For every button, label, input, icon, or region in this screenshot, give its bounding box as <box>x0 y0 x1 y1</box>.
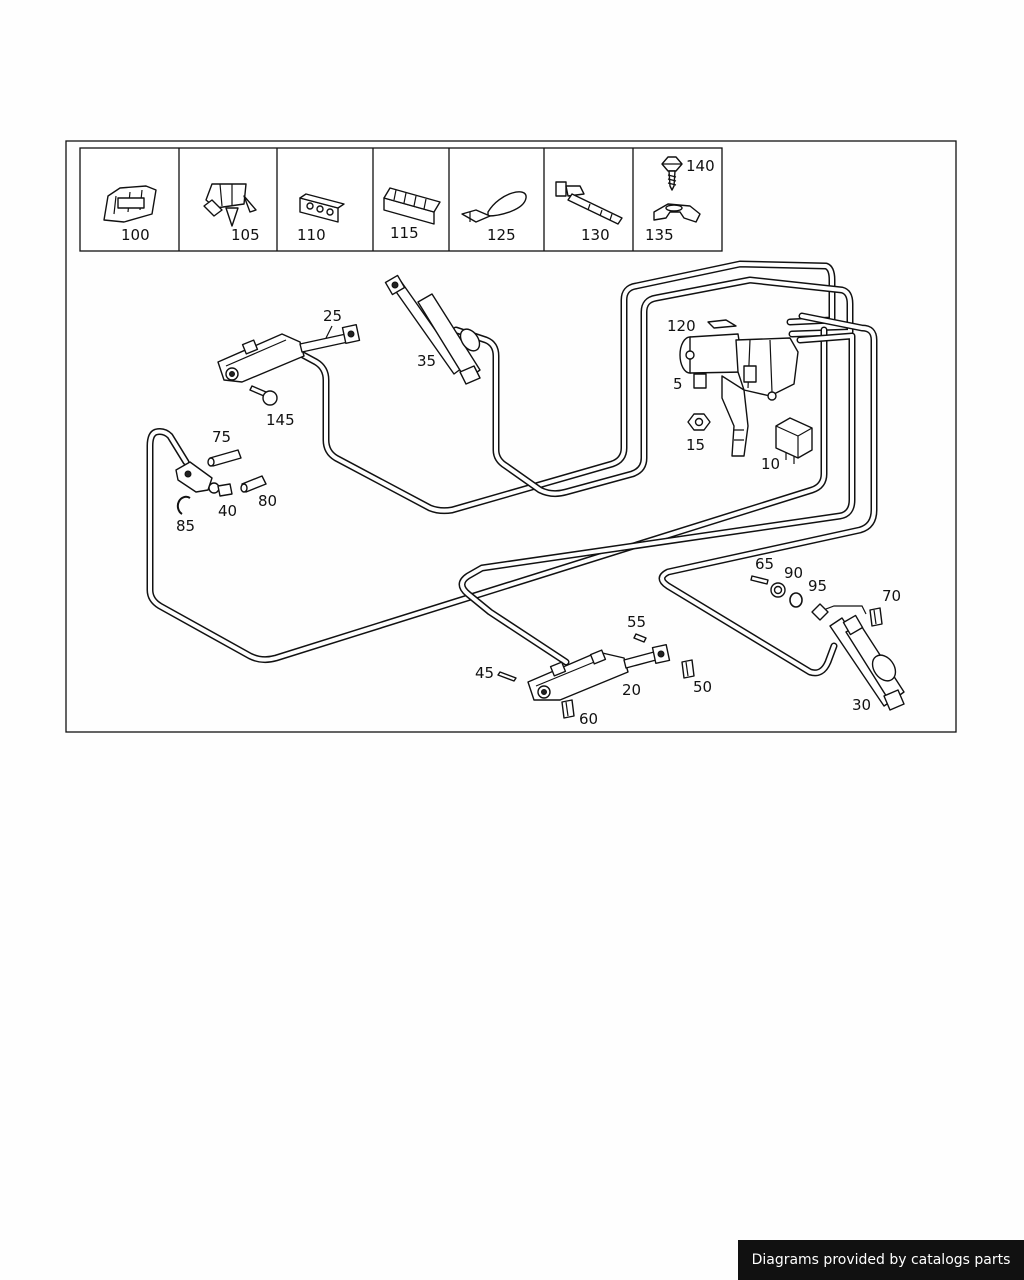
part-15-nut[interactable] <box>687 413 711 431</box>
hydraulic-lines <box>146 260 878 677</box>
part-25-cylinder[interactable] <box>217 324 361 383</box>
legend-label-130: 130 <box>581 226 610 244</box>
callout-25: 25 <box>323 307 342 325</box>
part-95-seal[interactable] <box>789 592 803 608</box>
part-20-cylinder[interactable] <box>527 644 671 701</box>
diagram-frame <box>65 140 957 733</box>
legend-label-140: 140 <box>686 157 715 175</box>
legend-label-100: 100 <box>121 226 150 244</box>
callout-90: 90 <box>784 564 803 582</box>
callout-55: 55 <box>627 613 646 631</box>
part-45-screw[interactable] <box>497 671 517 682</box>
legend-part-135[interactable] <box>653 203 701 223</box>
callout-85: 85 <box>176 517 195 535</box>
part-5-pump[interactable] <box>679 333 799 457</box>
part-80-pin[interactable] <box>240 475 267 493</box>
part-70-clip[interactable] <box>869 607 883 627</box>
part-65-screw[interactable] <box>750 575 769 585</box>
callout-5: 5 <box>673 375 683 393</box>
callout-60: 60 <box>579 710 598 728</box>
legend-label-135: 135 <box>645 226 674 244</box>
part-70-fitting[interactable] <box>811 603 829 621</box>
watermark-banner: Diagrams provided by catalogs parts <box>738 1240 1024 1280</box>
part-90-bushing[interactable] <box>770 582 786 598</box>
callout-70: 70 <box>882 587 901 605</box>
legend-label-105: 105 <box>231 226 260 244</box>
callout-75: 75 <box>212 428 231 446</box>
callout-20: 20 <box>622 681 641 699</box>
callout-120: 120 <box>667 317 696 335</box>
legend-part-130[interactable] <box>555 181 623 225</box>
part-75-pin[interactable] <box>207 449 242 467</box>
part-120-bracket[interactable] <box>707 319 737 329</box>
part-50-clip[interactable] <box>681 659 695 679</box>
part-40-valve[interactable] <box>175 461 233 497</box>
legend-label-115: 115 <box>390 224 419 242</box>
part-55-screw[interactable] <box>633 633 647 643</box>
callout-30: 30 <box>852 696 871 714</box>
callout-65: 65 <box>755 555 774 573</box>
callout-10: 10 <box>761 455 780 473</box>
callout-50: 50 <box>693 678 712 696</box>
callout-80: 80 <box>258 492 277 510</box>
part-35-cylinder[interactable] <box>384 274 483 385</box>
legend-label-110: 110 <box>297 226 326 244</box>
legend-part-110[interactable] <box>299 193 345 223</box>
callout-145: 145 <box>266 411 295 429</box>
part-30-cylinder[interactable] <box>829 614 905 711</box>
legend-part-105[interactable] <box>203 183 257 227</box>
legend-part-140[interactable] <box>661 156 683 191</box>
legend-part-100[interactable] <box>103 185 157 223</box>
part-10-relay[interactable] <box>775 417 813 464</box>
callout-35: 35 <box>417 352 436 370</box>
callout-95: 95 <box>808 577 827 595</box>
callout-45: 45 <box>475 664 494 682</box>
legend-box: 100 105 110 115 <box>79 147 723 252</box>
part-145-bolt[interactable] <box>249 385 278 406</box>
legend-label-125: 125 <box>487 226 516 244</box>
legend-part-125[interactable] <box>461 191 527 223</box>
callout-15: 15 <box>686 436 705 454</box>
part-60-clip[interactable] <box>561 699 575 719</box>
callout-40: 40 <box>218 502 237 520</box>
legend-part-115[interactable] <box>383 187 441 225</box>
part-85-circlip[interactable] <box>176 495 191 515</box>
